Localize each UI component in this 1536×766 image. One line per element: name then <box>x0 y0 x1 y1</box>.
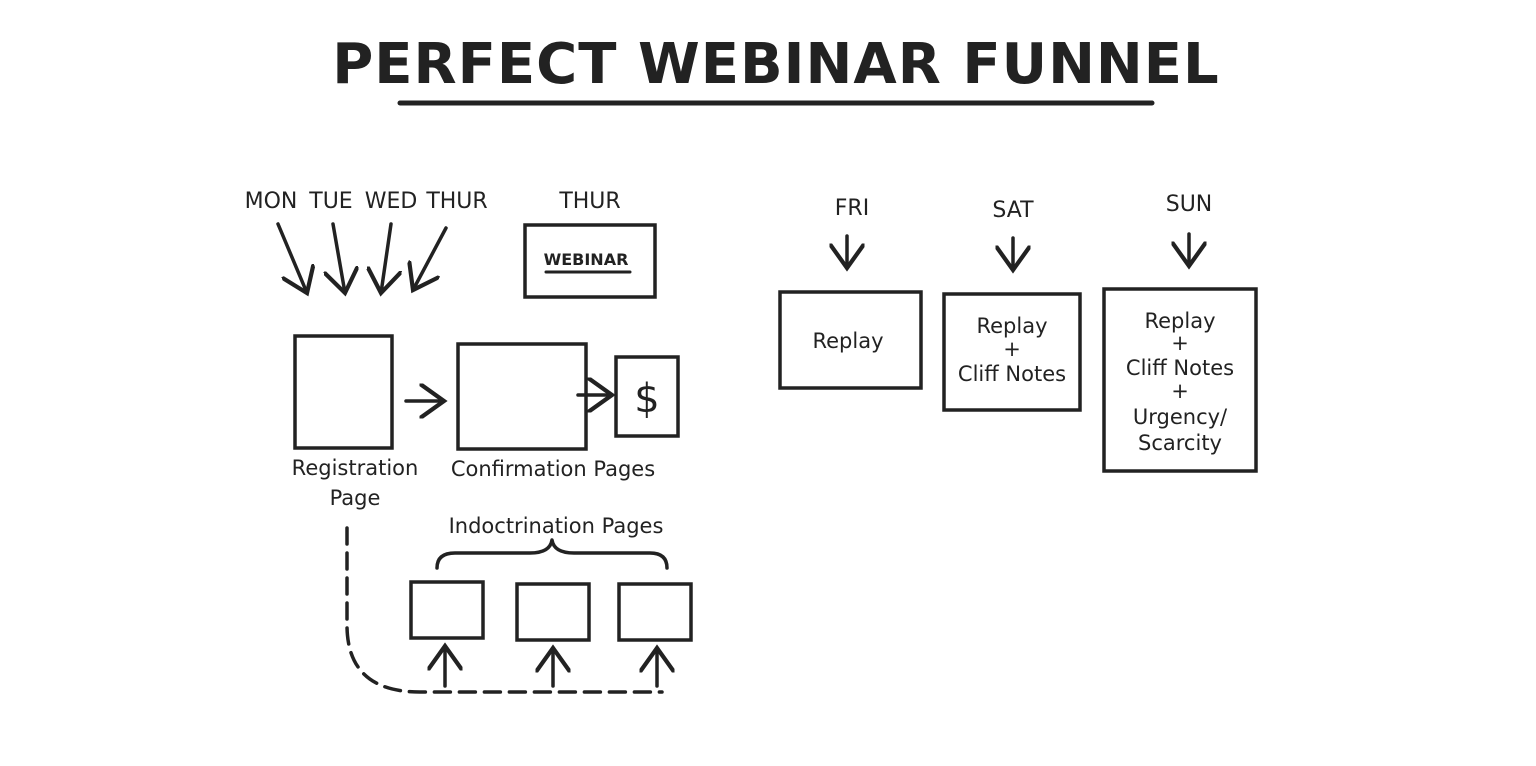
arrow-tue <box>333 222 345 293</box>
indoctrination-page-1 <box>409 580 485 640</box>
sun-box <box>1102 287 1258 473</box>
registration-label-line1: Registration <box>292 456 419 480</box>
arrow-mon <box>276 222 307 293</box>
webinar-box <box>523 223 657 299</box>
sun-box-line1: Replay <box>1144 309 1215 333</box>
sun-box-line6: Scarcity <box>1138 431 1222 455</box>
day-label-sun: SUN <box>1166 192 1213 217</box>
arrow-thur <box>413 226 448 290</box>
sat-box <box>942 292 1082 412</box>
indoctrination-brace <box>435 538 669 570</box>
page-title: PERFECT WEBINAR FUNNEL <box>332 32 1219 97</box>
sat-box-line3: Cliff Notes <box>958 362 1066 386</box>
sun-box-line5: Urgency/ <box>1133 405 1228 429</box>
day-label-thur-webinar: THUR <box>558 189 620 214</box>
day-label-tue: TUE <box>308 189 352 214</box>
sat-box-line1: Replay <box>976 314 1047 338</box>
fri-box-line1: Replay <box>812 329 883 353</box>
indoctrination-page-3 <box>617 582 693 642</box>
offer-box <box>614 355 680 438</box>
confirmation-page-box <box>456 342 588 451</box>
indoctrination-page-2 <box>515 582 591 642</box>
webinar-label: WEBINAR <box>544 250 629 269</box>
dashed-flow-line <box>345 526 664 694</box>
arrow-wed <box>381 222 391 293</box>
day-label-thur: THUR <box>425 189 487 214</box>
dollar-sign: $ <box>634 376 659 422</box>
day-label-mon: MON <box>245 189 298 214</box>
day-label-sat: SAT <box>992 198 1034 223</box>
confirmation-label: Confirmation Pages <box>451 457 655 481</box>
sun-box-line2: + <box>1171 331 1189 355</box>
sun-box-line3: Cliff Notes <box>1126 356 1234 380</box>
fri-box <box>778 290 923 390</box>
registration-label-line2: Page <box>330 486 381 510</box>
registration-page-box <box>293 334 394 450</box>
day-label-wed: WED <box>365 189 418 214</box>
indoctrination-label: Indoctrination Pages <box>449 514 664 538</box>
sun-box-line4: + <box>1171 379 1189 403</box>
day-label-fri: FRI <box>835 196 869 221</box>
sat-box-line2: + <box>1003 337 1021 361</box>
